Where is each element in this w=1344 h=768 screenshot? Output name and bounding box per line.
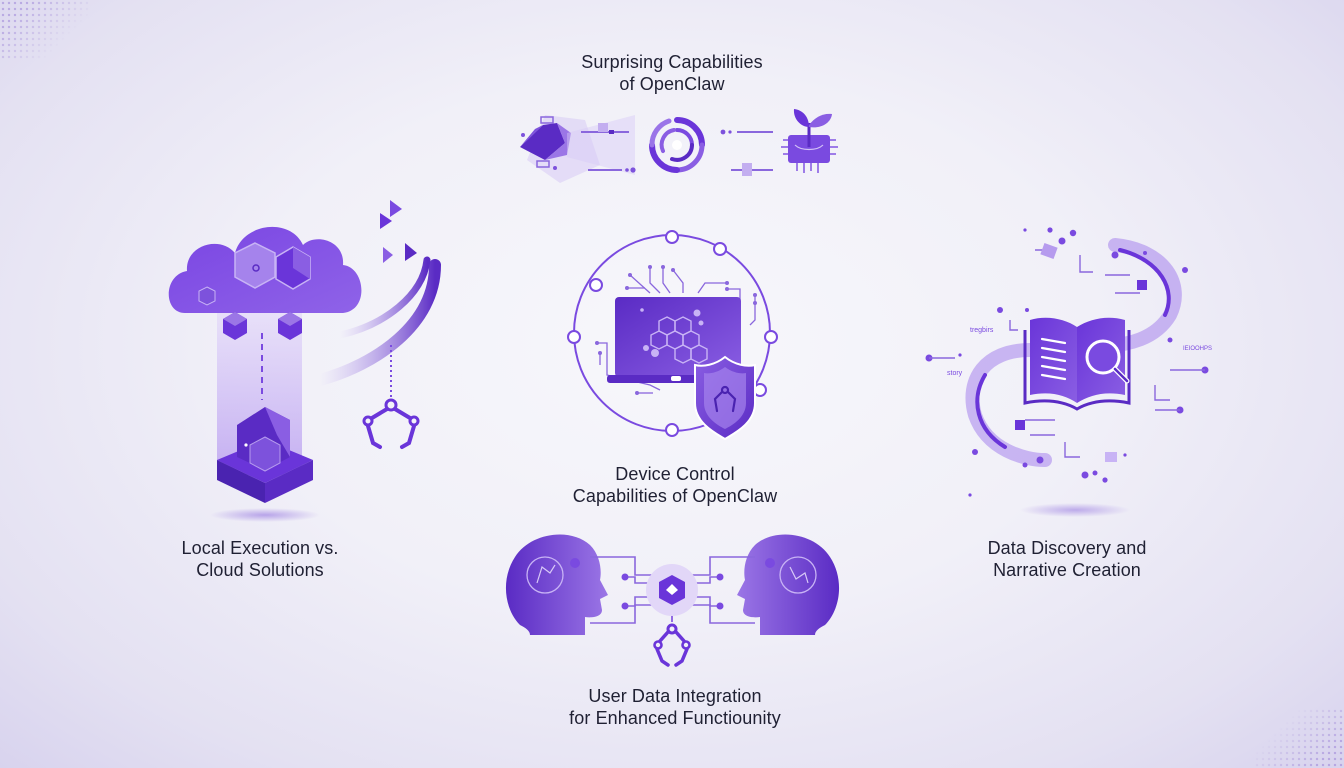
header-icon-strip — [505, 105, 845, 195]
diagram-title: Surprising Capabilities of OpenClaw — [581, 52, 763, 94]
two-heads-hub-icon — [500, 525, 845, 670]
swirl-icon — [649, 117, 705, 173]
decor-word: IEIOOHPS — [1183, 346, 1212, 352]
corner-dots-decoration — [0, 0, 90, 60]
node-label-data-discovery: Data Discovery and Narrative Creation — [987, 538, 1147, 580]
decor-word: story — [947, 370, 963, 377]
book-magnifier-icon: tregbirs story IEIOOHPS — [915, 215, 1225, 520]
corner-dots-decoration — [1254, 708, 1344, 768]
node-label-device-control: Device Control Capabilities of OpenClaw — [572, 464, 778, 506]
decor-word: tregbirs — [970, 327, 994, 334]
claw-icon — [362, 398, 420, 449]
cloud-to-local-server-icon — [165, 195, 465, 525]
chip-sprout-icon — [781, 109, 838, 173]
node-label-user-data-integration: User Data Integration for Enhanced Funct… — [569, 686, 781, 728]
node-label-local-vs-cloud: Local Execution vs. Cloud Solutions — [181, 538, 339, 580]
laptop-shield-claw-icon — [555, 225, 795, 441]
prism-icon — [520, 115, 636, 183]
claw-icon — [653, 623, 691, 667]
